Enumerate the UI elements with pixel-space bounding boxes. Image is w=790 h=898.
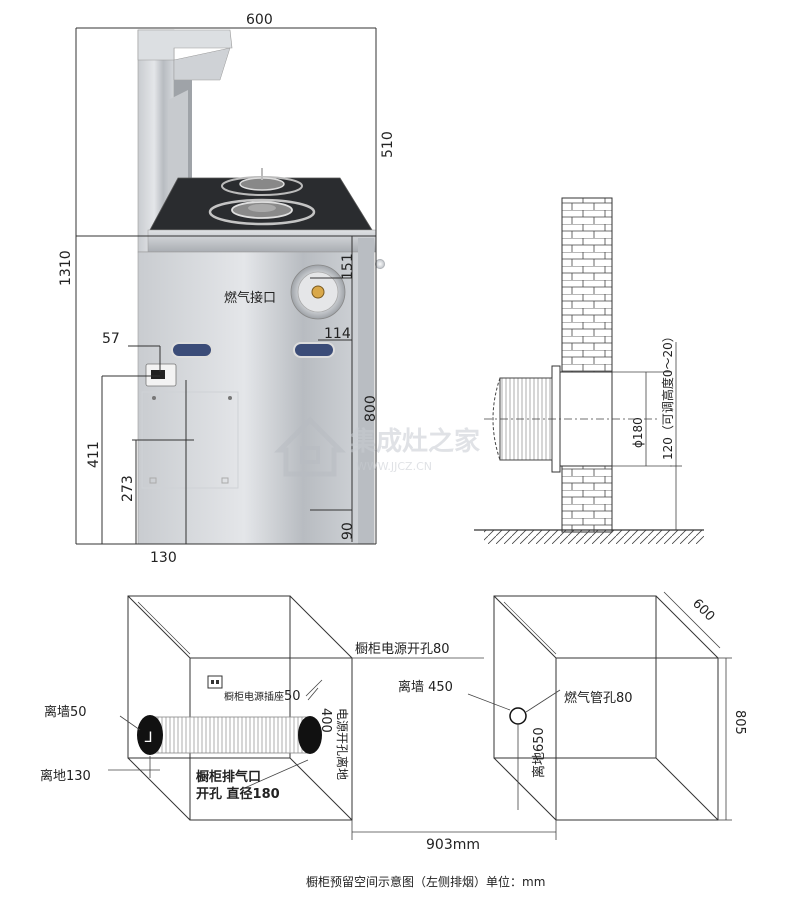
cabinet-left-leaders (108, 657, 484, 791)
gas-connector-label: 燃气接口 (224, 290, 276, 306)
dim-plinth: 90 (340, 522, 356, 540)
gas-pipe-hole-icon (509, 707, 527, 725)
cabinet-floor-dist: 离地130 (40, 768, 91, 784)
gas-connector-icon (290, 264, 346, 320)
power-dist-top: 50 (284, 689, 301, 704)
caption: 橱柜预留空间示意图（左侧排烟）单位：mm (306, 874, 545, 889)
power-hole-label: 橱柜电源开孔80 (355, 642, 450, 657)
dim-hole-height: 411 (86, 441, 102, 468)
burner-back-icon (221, 168, 303, 196)
dim-total-height: 1310 (58, 250, 74, 286)
exhaust-label-line2: 开孔 直径180 (196, 786, 280, 802)
cabinet-height: 805 (732, 710, 747, 735)
vent-slot-left-icon (171, 342, 213, 358)
cabinet-wall-dist: 离墙50 (44, 704, 87, 720)
wall-diameter: ϕ180 (631, 417, 645, 448)
dim-panel-height: 273 (120, 475, 136, 502)
power-dist-floor-label: 电源开孔离地 (335, 708, 350, 780)
cabinet-depth: 600 (689, 596, 717, 624)
watermark-site: WWW.JJCZ.CN (356, 460, 432, 473)
house-logo-icon (273, 416, 347, 477)
gas-hole-label: 燃气管孔80 (564, 690, 633, 706)
cabinet-right-dims (351, 591, 732, 840)
right-floor-dist: 离地650 (531, 727, 547, 778)
vent-slot-right-icon (293, 342, 335, 358)
dim-upper-height: 510 (380, 131, 396, 158)
watermark-brand: 集成灶之家 (349, 426, 480, 457)
dim-socket-offset: 57 (102, 331, 120, 347)
dim-gas-top: 151 (340, 253, 356, 280)
watermark: 集成灶之家 WWW.JJCZ.CN (273, 416, 480, 477)
cabinet-socket-icon (207, 675, 223, 689)
dim-side-offset: 130 (150, 550, 177, 566)
burner-front-icon (208, 198, 316, 226)
cooker-drawing (137, 29, 385, 545)
cabinet-left (127, 595, 353, 821)
dim-gas-side: 114 (324, 326, 351, 342)
right-wall-dist: 离墙 450 (398, 679, 453, 695)
svg-text:ᒧ: ᒧ (144, 730, 153, 746)
dim-lower-height: 800 (363, 395, 379, 422)
wall-height: 120（可调高度0～20） (660, 330, 675, 460)
cabinet-exhaust-hose-icon: ᒧ (137, 715, 322, 755)
span-dimension: 903mm (426, 837, 480, 853)
exhaust-label-line1: 橱柜排气口 (196, 769, 261, 785)
wall-section (474, 197, 704, 544)
power-dist-floor-value: 400 (318, 708, 333, 733)
dim-width: 600 (246, 12, 273, 28)
socket-label: 橱柜电源插座 (224, 690, 284, 703)
cooker-dimensions (75, 27, 377, 545)
cabinet-right (493, 595, 719, 821)
